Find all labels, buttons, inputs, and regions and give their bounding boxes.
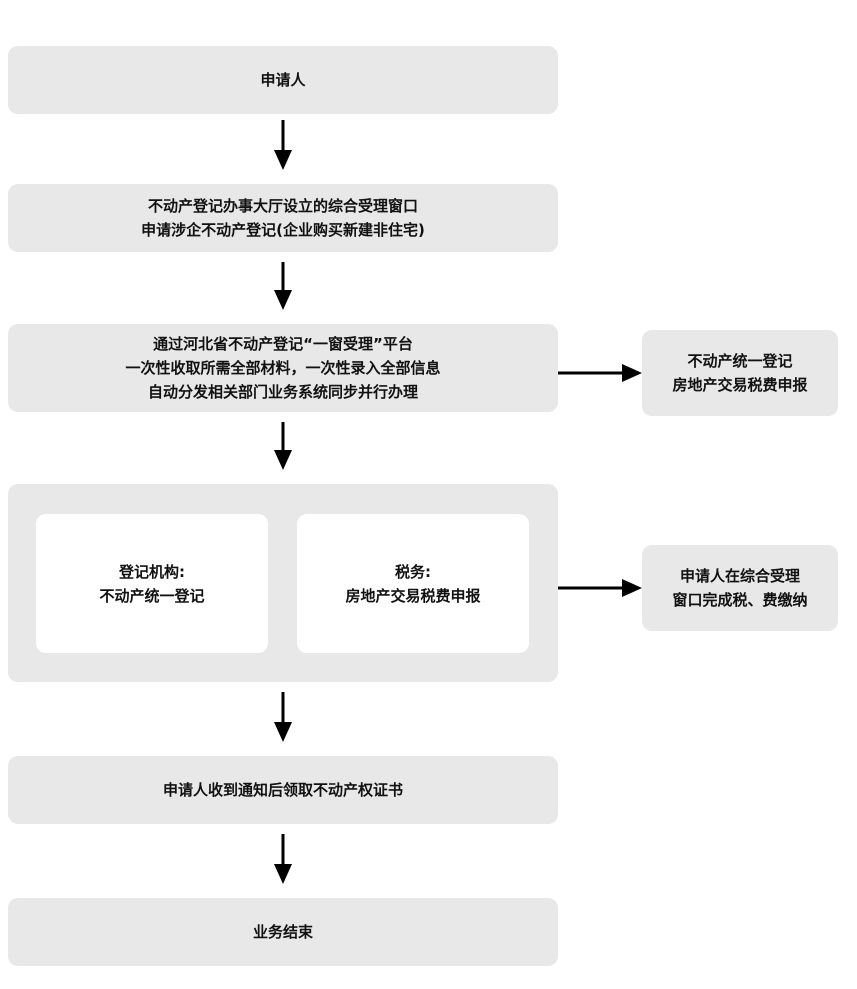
side-box-payment-line-2: 窗口完成税、费缴纳 (672, 591, 808, 609)
arrow-down-2-head (274, 290, 292, 310)
tax-agency-box: 税务: 房地产交易税费申报 (297, 514, 529, 653)
side-box-registration-line-2: 房地产交易税费申报 (672, 376, 808, 394)
arrow-down-3-head (274, 450, 292, 470)
step-window: 不动产登记办事大厅设立的综合受理窗口 申请涉企不动产登记(企业购买新建非住宅) (8, 184, 558, 252)
step-window-line-2: 申请涉企不动产登记(企业购买新建非住宅) (141, 221, 425, 239)
step-platform-line-3: 自动分发相关部门业务系统同步并行办理 (147, 383, 418, 401)
side-box-payment: 申请人在综合受理 窗口完成税、费缴纳 (642, 545, 838, 631)
step-collect-certificate-label: 申请人收到通知后领取不动产权证书 (162, 781, 403, 799)
side-box-payment-line-1: 申请人在综合受理 (679, 567, 800, 585)
step-platform-line-2: 一次性收取所需全部材料，一次性录入全部信息 (125, 359, 441, 377)
step-applicant: 申请人 (8, 46, 558, 114)
registry-agency-box: 登记机构: 不动产统一登记 (36, 514, 268, 653)
step-end-label: 业务结束 (252, 923, 313, 941)
step-window-line-1: 不动产登记办事大厅设立的综合受理窗口 (147, 197, 418, 215)
arrow-down-4-head (274, 722, 292, 742)
side-box-registration: 不动产统一登记 房地产交易税费申报 (642, 330, 838, 416)
registry-agency-text: 不动产统一登记 (99, 586, 205, 605)
registry-agency-title: 登记机构: (119, 562, 185, 581)
tax-agency-text: 房地产交易税费申报 (345, 586, 481, 605)
side-box-registration-line-1: 不动产统一登记 (687, 352, 793, 370)
step-platform-line-1: 通过河北省不动产登记“一窗受理”平台 (153, 335, 413, 353)
step-end: 业务结束 (8, 898, 558, 966)
step-collect-certificate: 申请人收到通知后领取不动产权证书 (8, 756, 558, 824)
arrow-down-5-head (274, 864, 292, 884)
arrow-right-1-head (622, 364, 642, 382)
step-platform: 通过河北省不动产登记“一窗受理”平台 一次性收取所需全部材料，一次性录入全部信息… (8, 324, 558, 412)
arrow-right-2-head (622, 579, 642, 597)
tax-agency-title: 税务: (395, 562, 431, 581)
arrow-down-1-head (274, 150, 292, 170)
step-applicant-label: 申请人 (260, 71, 306, 89)
